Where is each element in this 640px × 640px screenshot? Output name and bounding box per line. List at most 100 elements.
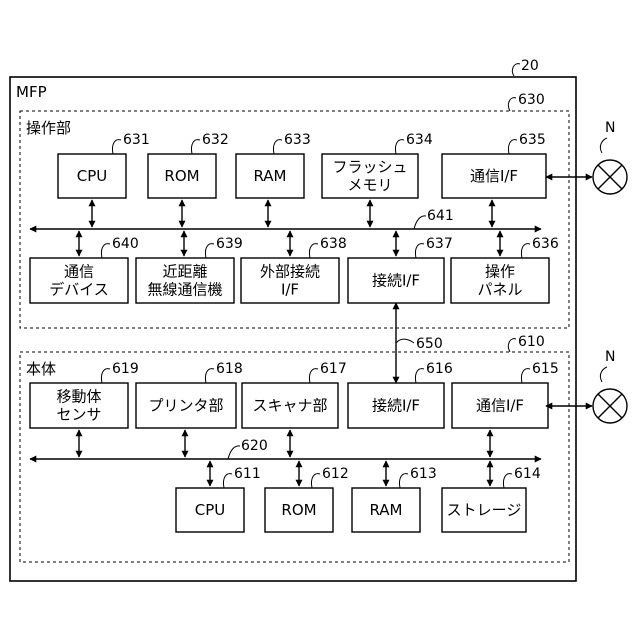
operation-block-flash: フラッシュメモリ xyxy=(322,154,418,198)
body-block-rom-ref-leader xyxy=(311,474,320,488)
operation-block-ram-ref: 633 xyxy=(284,132,311,148)
operation-block-rom-label: ROM xyxy=(164,167,199,185)
operation-block-rom-ref: 632 xyxy=(202,132,229,148)
mfp-ref: 20 xyxy=(521,58,539,74)
body-block-printer-label: プリンタ部 xyxy=(148,397,223,415)
main-body-ref: 610 xyxy=(518,334,545,350)
body-bus-ref-leader xyxy=(228,446,240,459)
operation-block-nfc: 近距離無線通信機 xyxy=(136,258,234,303)
body-block-rom-ref: 612 xyxy=(322,466,349,482)
operation-block-conn-if-ref-leader xyxy=(415,244,424,258)
operation-block-rom-ref-leader xyxy=(191,140,200,154)
operation-bus-ref: 641 xyxy=(427,208,454,224)
body-block-motion-sensor-label: 移動体 xyxy=(56,388,101,406)
operation-block-ext-if: 外部接続I/F xyxy=(241,258,339,303)
operation-block-cpu: CPU xyxy=(58,154,126,198)
body-block-scanner-ref-leader xyxy=(309,369,318,383)
operation-block-comm-device-ref-leader xyxy=(101,244,110,258)
body-block-storage-ref-leader xyxy=(503,474,512,488)
body-block-cpu-ref-leader xyxy=(223,474,232,488)
interface-link-ref-leader xyxy=(396,339,414,343)
operation-block-nfc-ref: 639 xyxy=(216,236,243,252)
operation-block-cpu-label: CPU xyxy=(77,167,108,185)
operation-block-cpu-ref-leader xyxy=(112,140,121,154)
operation-block-cpu-ref: 631 xyxy=(123,132,150,148)
operation-block-ext-if-ref-leader xyxy=(309,244,318,258)
operation-unit-label: 操作部 xyxy=(26,119,71,137)
operation-block-comm-device-label: デバイス xyxy=(49,281,109,299)
body-block-comm-if-ref: 615 xyxy=(532,361,559,377)
operation-bus-ref-leader xyxy=(414,216,426,229)
operation-block-comm-device-ref: 640 xyxy=(112,236,139,252)
body-block-scanner-label: スキャナ部 xyxy=(252,397,327,415)
operation-block-comm-device: 通信デバイス xyxy=(30,258,128,303)
body-block-conn-if-label: 接続I/F xyxy=(372,397,420,415)
body-block-cpu: CPU xyxy=(176,488,244,532)
operation-block-panel-label: パネル xyxy=(477,281,522,299)
body-block-motion-sensor-ref-leader xyxy=(101,369,110,383)
body-block-motion-sensor: 移動体センサ xyxy=(30,383,128,428)
operation-network-icon xyxy=(593,160,627,194)
operation-block-panel-ref-leader xyxy=(521,244,530,258)
operation-block-ram-ref-leader xyxy=(273,140,282,154)
operation-unit-ref: 630 xyxy=(518,92,545,108)
operation-lower-blocks: 通信デバイス 640 近距離無線通信機 639 外部接続I/F 638 接続I/F 637 操作… xyxy=(30,231,559,303)
operation-block-flash-ref: 634 xyxy=(406,132,433,148)
body-block-ram-label: RAM xyxy=(369,501,402,519)
main-body-label: 本体 xyxy=(26,360,56,378)
operation-block-panel-label: 操作 xyxy=(485,263,515,281)
body-block-storage-ref: 614 xyxy=(514,466,541,482)
body-block-comm-if-ref-leader xyxy=(521,369,530,383)
body-block-ram-ref: 613 xyxy=(410,466,437,482)
operation-block-flash-label: メモリ xyxy=(347,176,392,194)
body-lower-blocks: CPU 611ROM 612RAM 613 ストレージ 614 xyxy=(176,461,541,532)
interface-link-ref: 650 xyxy=(416,336,443,352)
operation-block-ext-if-label: 外部接続 xyxy=(260,263,320,281)
operation-block-nfc-label: 無線通信機 xyxy=(147,281,222,299)
body-block-comm-if: 通信I/F xyxy=(452,383,548,428)
operation-block-nfc-ref-leader xyxy=(205,244,214,258)
operation-block-conn-if-label: 接続I/F xyxy=(372,272,420,290)
operation-block-conn-if-ref: 637 xyxy=(426,236,453,252)
operation-block-comm-if-ref: 635 xyxy=(519,132,546,148)
body-block-storage-label: ストレージ xyxy=(447,501,522,519)
body-block-printer: プリンタ部 xyxy=(136,383,236,428)
operation-block-conn-if: 接続I/F xyxy=(348,258,444,303)
operation-block-ext-if-ref: 638 xyxy=(320,236,347,252)
main-body-ref-leader xyxy=(508,339,516,352)
body-block-storage: ストレージ xyxy=(442,488,526,532)
body-block-ram-ref-leader xyxy=(399,474,408,488)
operation-block-panel: 操作パネル xyxy=(451,258,549,303)
body-block-motion-sensor-label: センサ xyxy=(56,406,101,424)
body-block-conn-if: 接続I/F xyxy=(348,383,444,428)
operation-block-rom: ROM xyxy=(148,154,216,198)
body-block-printer-ref-leader xyxy=(205,369,214,383)
body-block-rom: ROM xyxy=(265,488,333,532)
operation-block-comm-if: 通信I/F xyxy=(442,154,546,198)
operation-block-flash-label: フラッシュ xyxy=(332,158,407,176)
operation-block-panel-ref: 636 xyxy=(532,236,559,252)
operation-network-label: N xyxy=(605,120,615,136)
operation-block-nfc-label: 近距離 xyxy=(162,263,207,281)
operation-block-ext-if-label: I/F xyxy=(281,281,299,299)
operation-network-leader xyxy=(600,138,607,153)
operation-block-comm-if-label: 通信I/F xyxy=(470,167,518,185)
operation-unit-ref-leader xyxy=(508,98,516,111)
body-network-leader xyxy=(600,367,607,382)
body-network-label: N xyxy=(605,349,615,365)
body-network-icon xyxy=(593,389,627,423)
body-block-ram: RAM xyxy=(352,488,420,532)
body-block-scanner: スキャナ部 xyxy=(242,383,338,428)
body-block-cpu-ref: 611 xyxy=(234,466,261,482)
body-block-conn-if-ref-leader xyxy=(415,369,424,383)
operation-block-ram-label: RAM xyxy=(253,167,286,185)
body-block-motion-sensor-ref: 619 xyxy=(112,361,139,377)
body-upper-blocks: 移動体センサ619プリンタ部618スキャナ部617接続I/F616通信I/F61… xyxy=(30,361,559,457)
operation-block-flash-ref-leader xyxy=(395,140,404,154)
body-block-conn-if-ref: 616 xyxy=(426,361,453,377)
body-block-printer-ref: 618 xyxy=(216,361,243,377)
operation-upper-blocks: CPU 631ROM 632RAM 633 フラッシュメモリ 634 通信I/F 635 xyxy=(58,132,546,227)
body-block-comm-if-label: 通信I/F xyxy=(476,397,524,415)
body-block-cpu-label: CPU xyxy=(195,501,226,519)
